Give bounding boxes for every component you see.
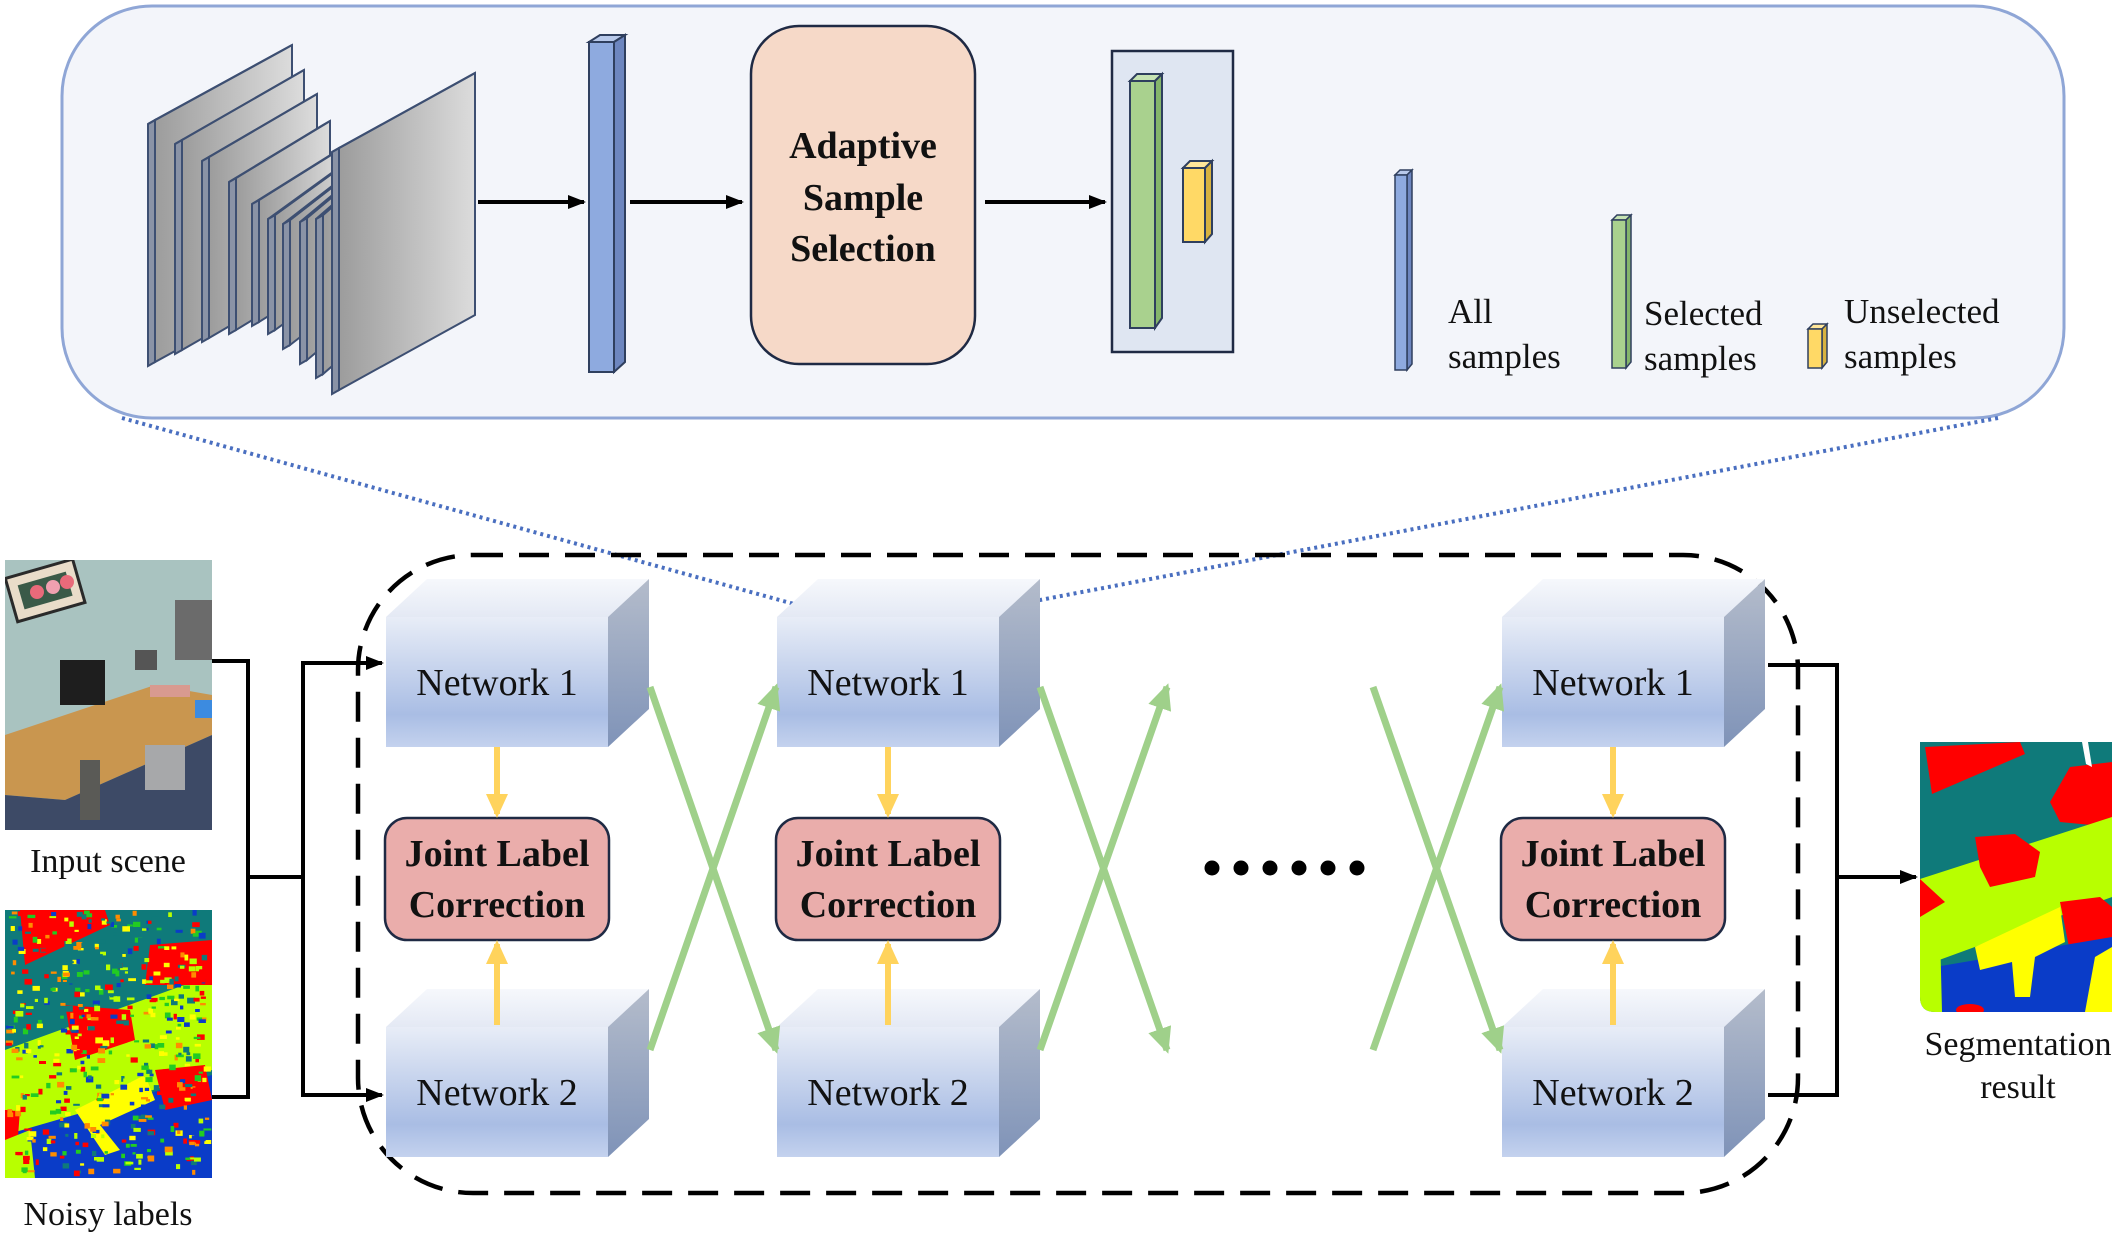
cross-exchange-3 [1369,683,1505,1054]
network-1-box-label: Network 1 [807,662,968,704]
input-scene-caption: Input scene [30,843,186,880]
arrow-net2-to-next-net1 [646,683,781,1052]
network-2-box-label: Network 2 [416,1072,577,1114]
network-1-box: Network 1 [777,579,1040,747]
jlc-line-1: Joint Label [1521,833,1706,875]
unselected-samples-bar [1180,158,1215,245]
input-scene-image [5,560,212,830]
segmentation-caption-line1: Segmentation [1925,1026,2112,1063]
selected-samples-bar [1127,71,1165,332]
network-2-box-label: Network 2 [1532,1072,1693,1114]
jlc-line-2: Correction [1525,884,1702,926]
segmentation-caption-line2: result [1980,1069,2056,1106]
network-1-box: Network 1 [386,579,649,747]
jlc-line-2: Correction [800,884,977,926]
jlc-line-1: Joint Label [405,833,590,875]
peer-exchange-arrows [646,683,1505,1054]
ellipsis-dot [1262,860,1278,876]
ellipsis-dot [1233,860,1249,876]
noisy-labels-caption: Noisy labels [23,1196,192,1233]
ass-line-1: Adaptive [789,125,937,167]
training-loop-container [355,552,1801,1196]
network-2-box: Network 2 [777,989,1040,1157]
encoder-feature-plates [147,43,476,396]
ellipsis-dot [1320,860,1336,876]
jlc-line-2: Correction [409,884,586,926]
all-samples-feature-bar [585,33,629,375]
legend-all-line2: samples [1448,337,1561,376]
zoom-line-right [1018,416,1999,606]
network-2-box-label: Network 2 [807,1072,968,1114]
legend-selected-line2: samples [1644,339,1757,378]
selection-output-box [1110,49,1235,354]
network-2-box: Network 2 [1502,989,1765,1157]
arrow-net2-to-next-net1 [1036,683,1172,1052]
legend-selected-line1: Selected [1644,294,1763,333]
network-1-box-label: Network 1 [1532,662,1693,704]
noisy-labels-image [5,910,212,1178]
segmentation-result: Segmentation result [1920,742,2112,1106]
output-connectors [1768,663,1918,1097]
input-connectors [212,656,384,1102]
ellipsis-dot [1204,860,1220,876]
zoom-line-left [121,416,795,606]
segmentation-result-image [1920,742,2112,1012]
encoder-plate [331,71,476,396]
legend-all-line1: All [1448,292,1493,331]
network-1-box: Network 1 [1502,579,1765,747]
ellipsis-dot [1349,860,1365,876]
ass-line-2: Sample [803,177,923,219]
legend-unselected-line2: samples [1844,337,1957,376]
legend-unselected-line1: Unselected [1844,292,2000,331]
adaptive-sample-selection-box: Adaptive Sample Selection [749,24,977,366]
top-panel: Adaptive Sample Selection [60,4,2066,420]
ellipsis-dot [1291,860,1307,876]
network-1-box-label: Network 1 [416,662,577,704]
top-panel-background [60,4,2066,420]
input-scene: Input scene [5,560,212,880]
legend: All samples Selected samples Unselected … [1393,168,2000,378]
cross-exchange-1 [646,683,781,1054]
ellipsis-more-stages [1204,860,1365,876]
legend-item-selected-samples: Selected samples [1610,213,1763,378]
legend-item-unselected-samples: Unselected samples [1806,292,2000,376]
ass-line-3: Selection [790,228,936,270]
network-2-box: Network 2 [386,989,649,1157]
arrow-net2-to-next-net1 [1369,683,1505,1052]
legend-item-all-samples: All samples [1393,168,1561,376]
noisy-labels: Noisy labels [5,910,212,1233]
jlc-line-1: Joint Label [796,833,981,875]
cross-exchange-2 [1036,683,1172,1054]
